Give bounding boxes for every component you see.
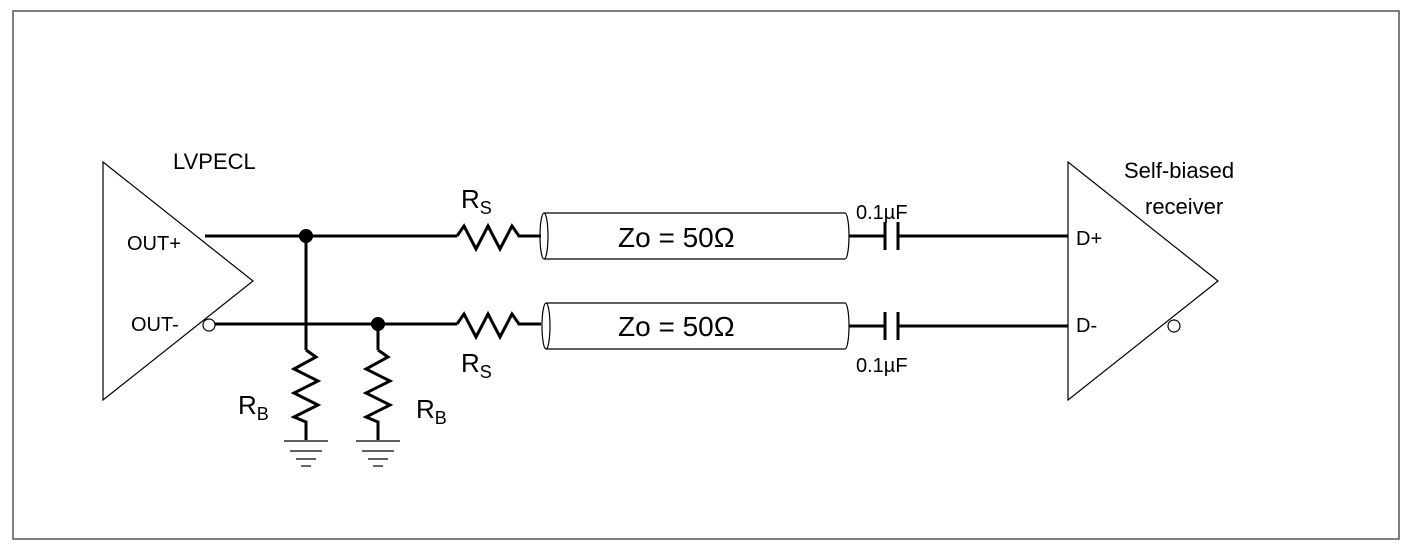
ground-icon <box>356 440 400 467</box>
negative-signal-path: RS Zo = 50Ω 0.1µF <box>215 302 1068 382</box>
rs-label-bottom: RS <box>461 348 492 382</box>
driver-pin-out-minus: OUT- <box>131 314 179 336</box>
ground-icon <box>284 440 328 467</box>
self-biased-receiver: Self-biased receiver D+ D- <box>1067 158 1234 402</box>
driver-triangle <box>102 160 254 402</box>
rb-label-1: RB <box>238 390 269 424</box>
receiver-title-line2: receiver <box>1145 194 1223 219</box>
driver-title: LVPECL <box>173 149 256 174</box>
receiver-pin-d-minus: D- <box>1076 315 1097 337</box>
receiver-pin-d-plus: D+ <box>1076 228 1102 250</box>
series-resistor-top <box>455 222 541 253</box>
transmission-line-bottom: Zo = 50Ω <box>541 302 850 350</box>
receiver-title-line1: Self-biased <box>1124 158 1234 183</box>
series-resistor-bottom <box>455 310 541 341</box>
rb-label-2: RB <box>416 394 447 428</box>
transmission-line-top: Zo = 50Ω <box>539 212 850 260</box>
lvpecl-driver: LVPECL OUT+ OUT- <box>102 149 256 402</box>
zo-label-bottom: Zo = 50Ω <box>618 311 735 342</box>
zo-label-top: Zo = 50Ω <box>618 222 735 253</box>
capacitor-label-top: 0.1µF <box>856 202 908 224</box>
driver-pin-out-plus: OUT+ <box>127 233 181 255</box>
receiver-inversion-bubble <box>1167 319 1181 333</box>
rs-label-top: RS <box>461 184 492 218</box>
bias-resistor-2: RB <box>356 324 447 467</box>
capacitor-label-bottom: 0.1µF <box>856 355 908 377</box>
receiver-triangle <box>1067 160 1219 402</box>
positive-signal-path: RS Zo = 50Ω 0.1µF <box>205 184 1068 260</box>
bias-resistor-1: RB <box>238 236 328 467</box>
diagram-frame <box>12 10 1400 540</box>
